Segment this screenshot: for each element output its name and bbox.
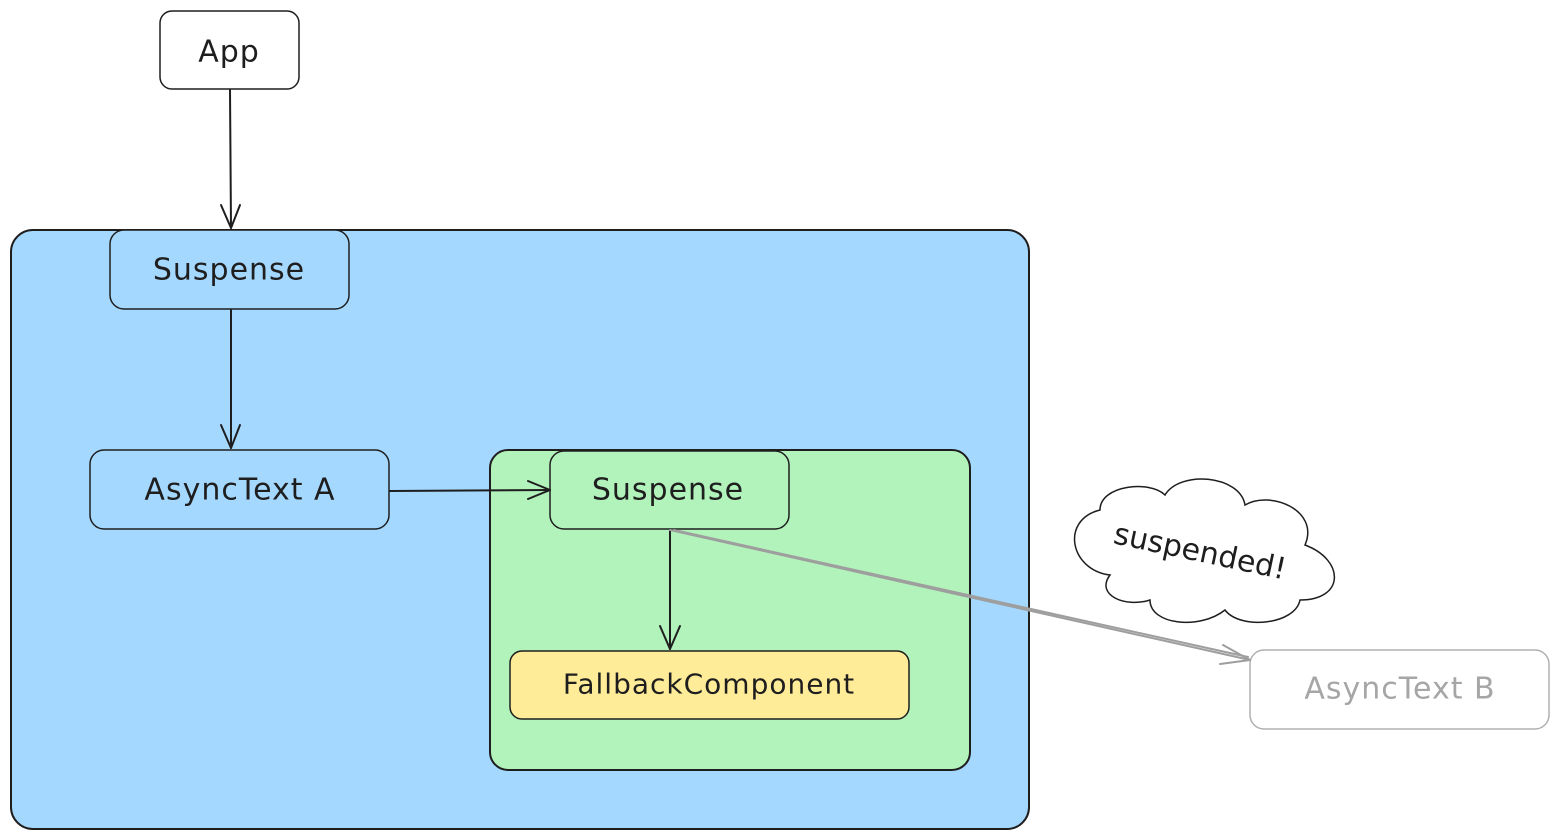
suspense-inner-node[interactable]: Suspense: [549, 450, 790, 530]
fallback-component-node[interactable]: FallbackComponent: [509, 650, 910, 720]
suspense-outer-label: Suspense: [153, 253, 305, 288]
arrow-suspense-inner-to-fallback: [659, 529, 681, 650]
arrow-async-a-to-suspense-inner: [389, 480, 551, 500]
suspense-outer-node[interactable]: Suspense: [109, 229, 350, 310]
async-text-b-node[interactable]: AsyncText B: [1249, 649, 1550, 730]
async-text-b-label: AsyncText B: [1304, 672, 1495, 707]
arrow-app-to-suspense: [220, 89, 241, 229]
arrow-suspense-inner-to-async-b: [669, 529, 1251, 665]
suspense-inner-label: Suspense: [592, 473, 744, 508]
suspended-cloud-note: suspended!: [1073, 478, 1336, 623]
app-node-label: App: [198, 35, 260, 70]
async-text-a-node[interactable]: AsyncText A: [89, 449, 390, 530]
app-node[interactable]: App: [159, 10, 300, 90]
cloud-shape: [1073, 478, 1336, 623]
arrow-suspense-to-async-a: [220, 309, 241, 449]
async-text-a-label: AsyncText A: [144, 473, 335, 508]
fallback-component-label: FallbackComponent: [563, 668, 855, 701]
